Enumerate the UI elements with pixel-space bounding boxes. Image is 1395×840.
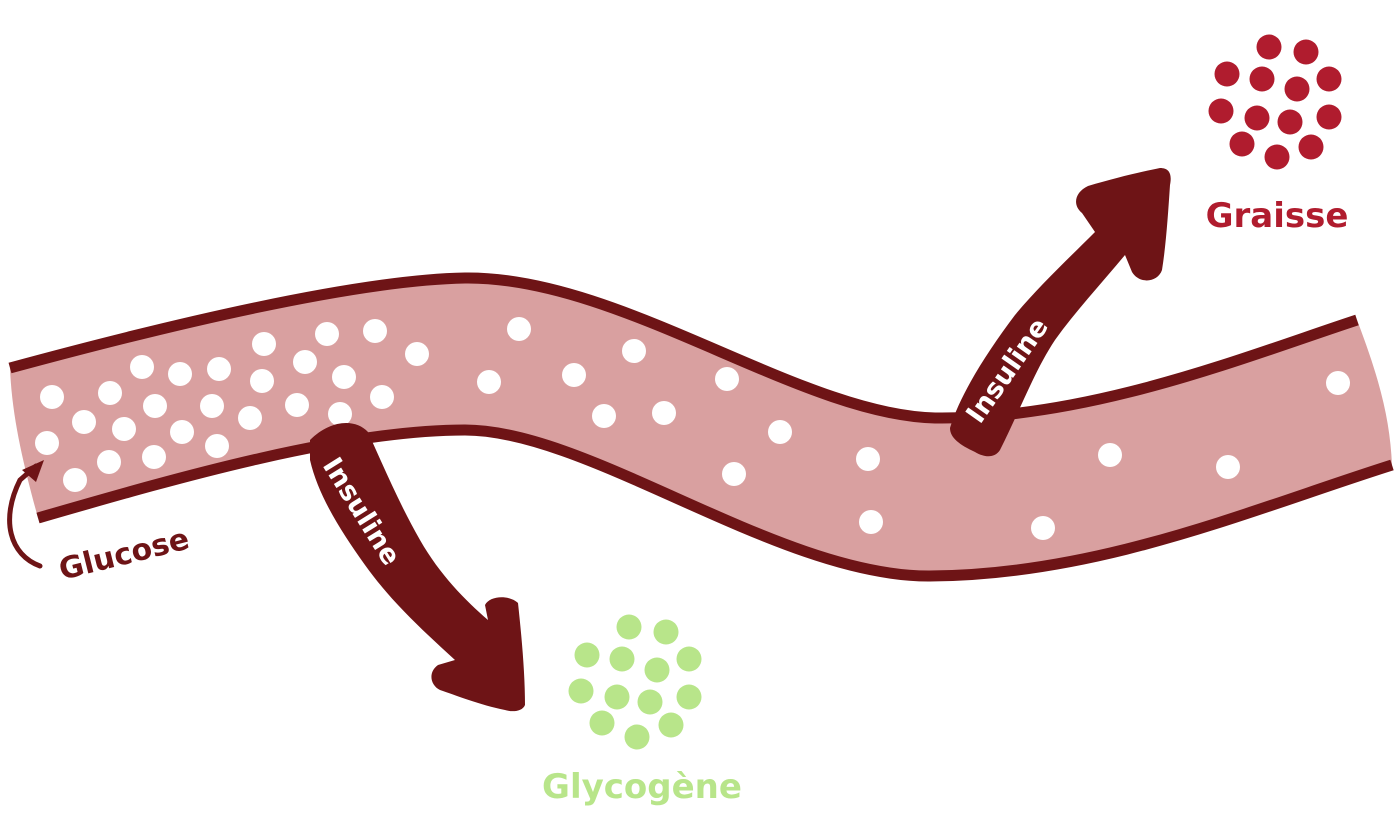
glycogen-dot: [637, 689, 663, 715]
glucose-dot: [328, 402, 352, 426]
glucose-dot: [405, 342, 429, 366]
fat-label: Graisse: [1206, 196, 1349, 236]
glycogen-molecules: [568, 614, 702, 750]
fat-dot: [1284, 76, 1310, 102]
arrow-up-shape: [950, 168, 1171, 457]
glucose-molecules: [35, 317, 1350, 540]
glucose-dot: [72, 410, 96, 434]
glycogen-dot: [624, 724, 650, 750]
glucose-dot: [315, 322, 339, 346]
glucose-dot: [363, 319, 387, 343]
fat-dot: [1264, 144, 1290, 170]
glucose-dot: [130, 355, 154, 379]
glycogen-dot: [653, 619, 679, 645]
glucose-dot: [856, 447, 880, 471]
glucose-dot: [507, 317, 531, 341]
glucose-dot: [207, 357, 231, 381]
glucose-dot: [40, 385, 64, 409]
fat-dot: [1277, 109, 1303, 135]
glucose-dot: [112, 417, 136, 441]
glucose-dot: [168, 362, 192, 386]
glucose-dot: [205, 434, 229, 458]
glycogen-dot: [604, 684, 630, 710]
glucose-dot: [1216, 455, 1240, 479]
glucose-dot: [652, 401, 676, 425]
glycogen-dot: [644, 657, 670, 683]
glucose-dot: [250, 369, 274, 393]
glucose-dot: [63, 468, 87, 492]
glucose-dot: [238, 406, 262, 430]
glucose-dot: [170, 420, 194, 444]
glucose-dot: [35, 431, 59, 455]
glucose-dot: [1031, 516, 1055, 540]
glucose-dot: [592, 404, 616, 428]
glucose-dot: [97, 450, 121, 474]
fat-dot: [1256, 34, 1282, 60]
fat-dot: [1214, 61, 1240, 87]
vessel-body: [10, 277, 1392, 577]
fat-dot: [1229, 131, 1255, 157]
glucose-dot: [332, 365, 356, 389]
glucose-dot: [477, 370, 501, 394]
glucose-dot: [715, 367, 739, 391]
fat-dot: [1293, 39, 1319, 65]
glycogen-dot: [616, 614, 642, 640]
glycogen-dot: [609, 646, 635, 672]
insulin-arrow-glycogen: Insuline: [310, 422, 525, 712]
glycogen-dot: [676, 646, 702, 672]
glucose-dot: [1326, 371, 1350, 395]
glucose-dot: [722, 462, 746, 486]
glucose-dot: [200, 394, 224, 418]
fat-dot: [1298, 134, 1324, 160]
arrow-down-shape: [310, 422, 525, 712]
glycogen-dot: [658, 712, 684, 738]
glucose-dot: [562, 363, 586, 387]
glucose-pointer-arrow: [7, 463, 43, 569]
fat-dot: [1244, 105, 1270, 131]
fat-dot: [1249, 66, 1275, 92]
glucose-pointer-head: [22, 460, 44, 482]
glucose-dot: [252, 332, 276, 356]
glucose-dot: [622, 339, 646, 363]
fat-dot: [1316, 104, 1342, 130]
glucose-dot: [859, 510, 883, 534]
glycogen-dot: [574, 642, 600, 668]
glycogen-dot: [676, 684, 702, 710]
vessel-wall-top: [8, 272, 1359, 424]
glucose-dot: [142, 445, 166, 469]
glucose-dot: [143, 394, 167, 418]
fat-dot: [1208, 98, 1234, 124]
fat-molecules: [1208, 34, 1342, 170]
glucose-dot: [1098, 443, 1122, 467]
glucose-dot: [370, 385, 394, 409]
glycogen-dot: [589, 710, 615, 736]
glucose-label: Glucose: [55, 522, 192, 588]
glycogen-label: Glycogène: [542, 767, 742, 807]
glucose-dot: [98, 381, 122, 405]
glycogen-cluster: Glycogène: [542, 614, 742, 807]
fat-dot: [1316, 66, 1342, 92]
glycogen-dot: [568, 678, 594, 704]
glucose-dot: [293, 350, 317, 374]
blood-vessel: [8, 272, 1394, 582]
fat-cluster: Graisse: [1206, 34, 1349, 236]
vessel-wall-bottom: [36, 424, 1394, 582]
glucose-dot: [768, 420, 792, 444]
glucose-dot: [285, 393, 309, 417]
